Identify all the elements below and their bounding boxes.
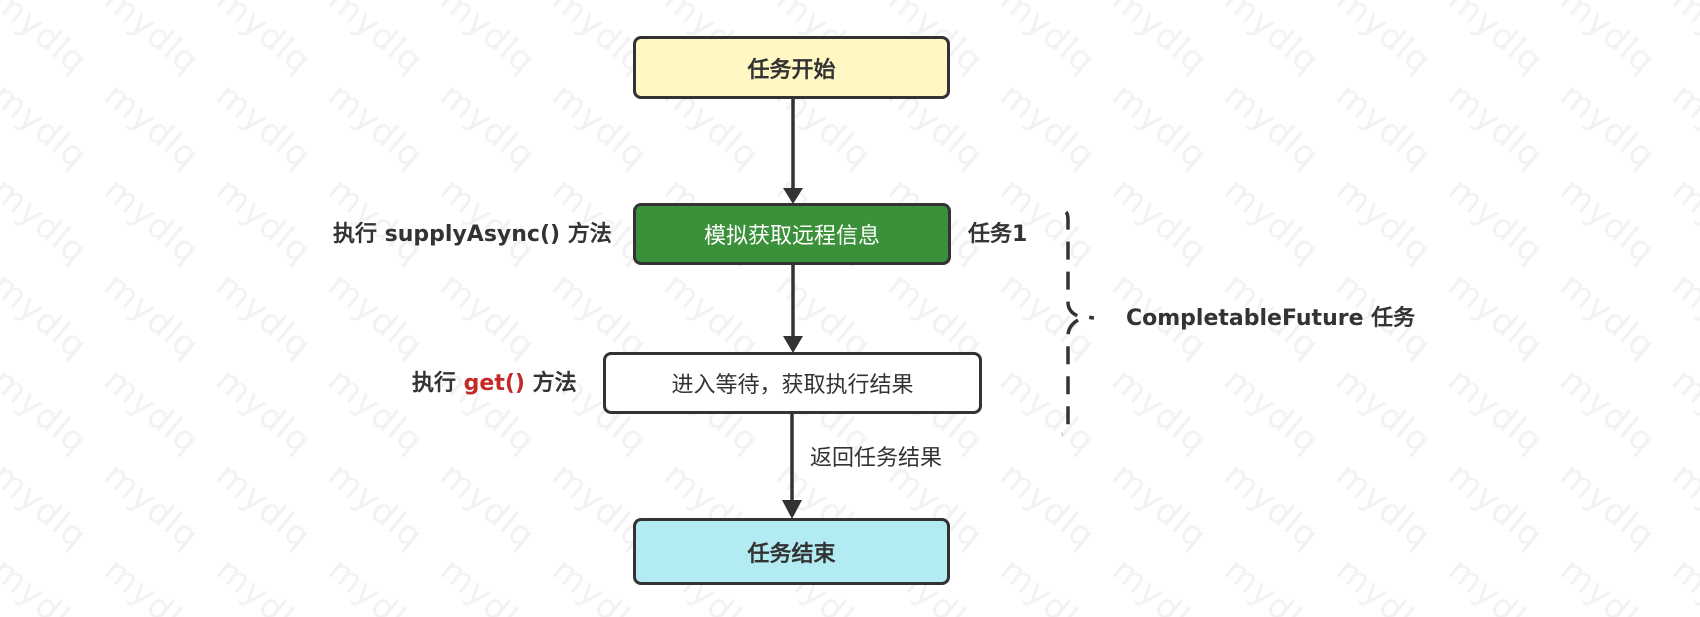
label-supply-async-suffix: 方法: [560, 222, 612, 247]
label-get-method-name: get(): [463, 371, 525, 396]
label-get-method: 执行 get() 方法: [412, 373, 577, 395]
node-fetch-remote-info[interactable]: 模拟获取远程信息: [633, 203, 951, 265]
arrowhead-wait-to-end: [782, 500, 802, 519]
label-supply-async: 执行 supplyAsync() 方法: [333, 224, 612, 246]
arrowhead-start-to-task1: [783, 188, 803, 204]
node-wait-for-result[interactable]: 进入等待，获取执行结果: [603, 352, 982, 414]
node-task-end-label: 任务结束: [747, 541, 836, 567]
node-task-start[interactable]: 任务开始: [633, 36, 950, 99]
label-supply-async-prefix: 执行: [333, 222, 385, 247]
arrowhead-task1-to-wait: [783, 336, 803, 353]
label-get-prefix: 执行: [412, 371, 464, 396]
curly-brace: [1061, 210, 1095, 436]
label-task1: 任务1: [968, 222, 1028, 247]
label-completable-future: CompletableFuture 任务: [1126, 306, 1416, 331]
label-return-result: 返回任务结果: [810, 446, 943, 471]
label-get-suffix: 方法: [524, 371, 577, 396]
label-supply-async-method: supplyAsync(): [384, 222, 561, 247]
node-wait-for-result-label: 进入等待，获取执行结果: [671, 373, 914, 398]
node-task-end[interactable]: 任务结束: [633, 518, 950, 585]
node-fetch-remote-info-label: 模拟获取远程信息: [703, 224, 880, 249]
node-task-start-label: 任务开始: [747, 57, 836, 83]
